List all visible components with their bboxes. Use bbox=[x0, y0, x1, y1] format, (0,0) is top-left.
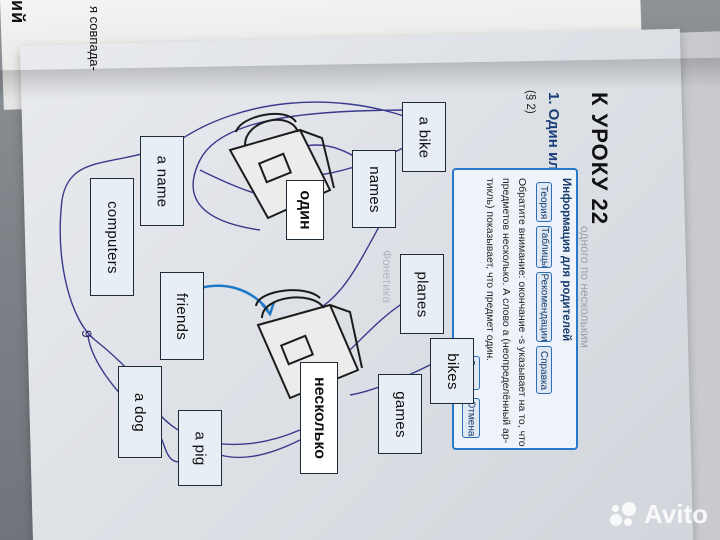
word-card-bikes[interactable]: bikes bbox=[430, 338, 474, 404]
pen-line-3 bbox=[192, 109, 411, 231]
word-card-friends[interactable]: friends bbox=[160, 272, 204, 360]
pen-line-1 bbox=[59, 101, 411, 341]
bag-label-many[interactable]: несколько bbox=[300, 362, 338, 474]
tab-theory[interactable]: Теория bbox=[536, 182, 552, 222]
avito-logo-icon bbox=[609, 501, 638, 528]
word-card-a-pig[interactable]: a pig bbox=[178, 410, 222, 486]
word-card-planes[interactable]: planes bbox=[400, 254, 444, 334]
word-card-a-bike[interactable]: a bike bbox=[402, 102, 446, 172]
tab-reference[interactable]: Справка bbox=[536, 346, 552, 394]
word-card-games[interactable]: games bbox=[378, 374, 422, 454]
handwritten-mark: 9 bbox=[79, 330, 95, 338]
watermark-text: Avito bbox=[643, 499, 708, 529]
word-card-a-dog[interactable]: a dog bbox=[118, 366, 162, 458]
tab-tables[interactable]: Таблицы bbox=[536, 226, 552, 268]
tab-recommendations[interactable]: Рекомендации bbox=[536, 272, 552, 342]
word-card-a-name[interactable]: a name bbox=[140, 136, 184, 226]
blue-arrow bbox=[199, 284, 269, 311]
word-card-names[interactable]: names bbox=[352, 150, 396, 228]
info-panel: Информация для родителей Теория Таблицы … bbox=[452, 168, 578, 450]
arrow-head bbox=[261, 301, 276, 317]
word-card-computers[interactable]: computers bbox=[90, 178, 134, 296]
avito-watermark: Avito bbox=[609, 499, 708, 530]
bag-label-one[interactable]: один bbox=[286, 180, 324, 240]
